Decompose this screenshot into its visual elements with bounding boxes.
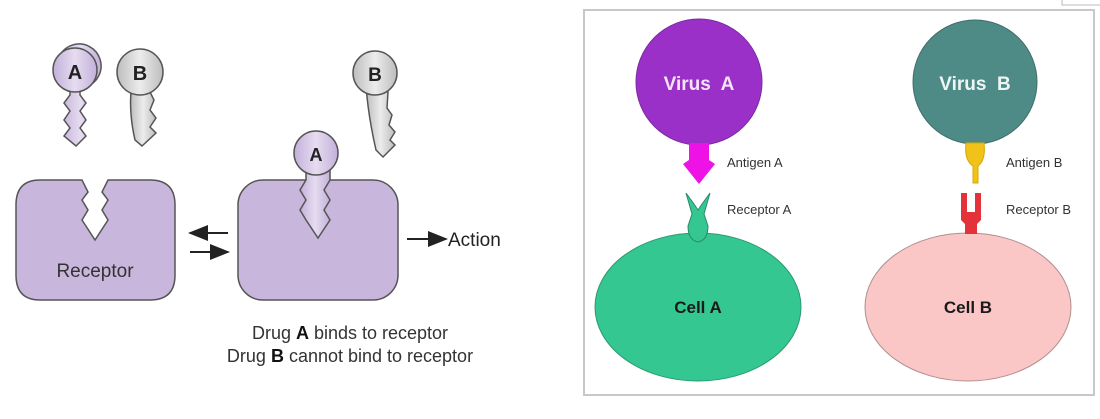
antigen-a-label: Antigen A xyxy=(727,155,783,170)
caption-2-suffix: cannot bind to receptor xyxy=(284,346,473,366)
receptor-b-label: Receptor B xyxy=(1006,202,1071,217)
caption-2-bold: B xyxy=(271,346,284,366)
antigen-b-shape xyxy=(965,142,985,184)
caption-1-bold: A xyxy=(296,323,309,343)
action-label: Action xyxy=(448,230,501,251)
drug-b-key-head xyxy=(116,48,164,96)
virus-a-label: Virus A xyxy=(664,74,735,95)
virus-cell-diagram: Virus A Antigen A Receptor A Cell A Viru… xyxy=(583,0,1100,396)
cell-b-label: Cell B xyxy=(944,298,992,317)
caption-line-1: Drug A binds to receptor xyxy=(252,323,448,343)
virus-b: Virus B xyxy=(912,19,1038,145)
drug-a-key-head xyxy=(52,47,98,93)
drug-receptor-diagram: A B Receptor A B xyxy=(15,43,501,366)
antigen-b-label: Antigen B xyxy=(1006,155,1062,170)
bound-drug-a-label: A xyxy=(310,145,323,165)
drug-b-free-key-label: B xyxy=(368,65,382,86)
drug-b-key-label: B xyxy=(133,63,147,85)
action-indicator: Action xyxy=(407,230,501,251)
caption-2-prefix: Drug xyxy=(227,346,271,366)
caption-1-suffix: binds to receptor xyxy=(309,323,448,343)
drug-b-free-key-head xyxy=(352,50,398,96)
receptor-empty: Receptor xyxy=(15,179,176,301)
drug-a-key: A xyxy=(52,43,102,148)
receptor-b-shape xyxy=(961,193,981,234)
drug-a-key-label: A xyxy=(68,62,82,84)
receptor-bound: A xyxy=(237,130,399,301)
drug-b-free-key: B xyxy=(352,50,398,159)
receptor-label: Receptor xyxy=(56,261,134,282)
caption-line-2: Drug B cannot bind to receptor xyxy=(227,346,473,366)
receptor-shape xyxy=(15,179,176,301)
antigen-a-shape xyxy=(683,143,715,184)
bound-drug-a-stem xyxy=(299,169,331,240)
drug-b-key: B xyxy=(116,48,164,148)
equilibrium-arrows xyxy=(188,225,230,260)
receptor-a-shape xyxy=(685,192,711,243)
drug-b-key-shape xyxy=(129,79,158,148)
drug-b-free-key-shape xyxy=(365,83,397,159)
virus-a: Virus A xyxy=(635,18,763,146)
partial-frame xyxy=(1061,0,1100,6)
bound-drug-a-head xyxy=(293,130,339,176)
receptor-a-label: Receptor A xyxy=(727,202,792,217)
caption-1-prefix: Drug xyxy=(252,323,296,343)
cell-a-label: Cell A xyxy=(674,298,722,317)
virus-b-label: Virus B xyxy=(939,74,1010,95)
